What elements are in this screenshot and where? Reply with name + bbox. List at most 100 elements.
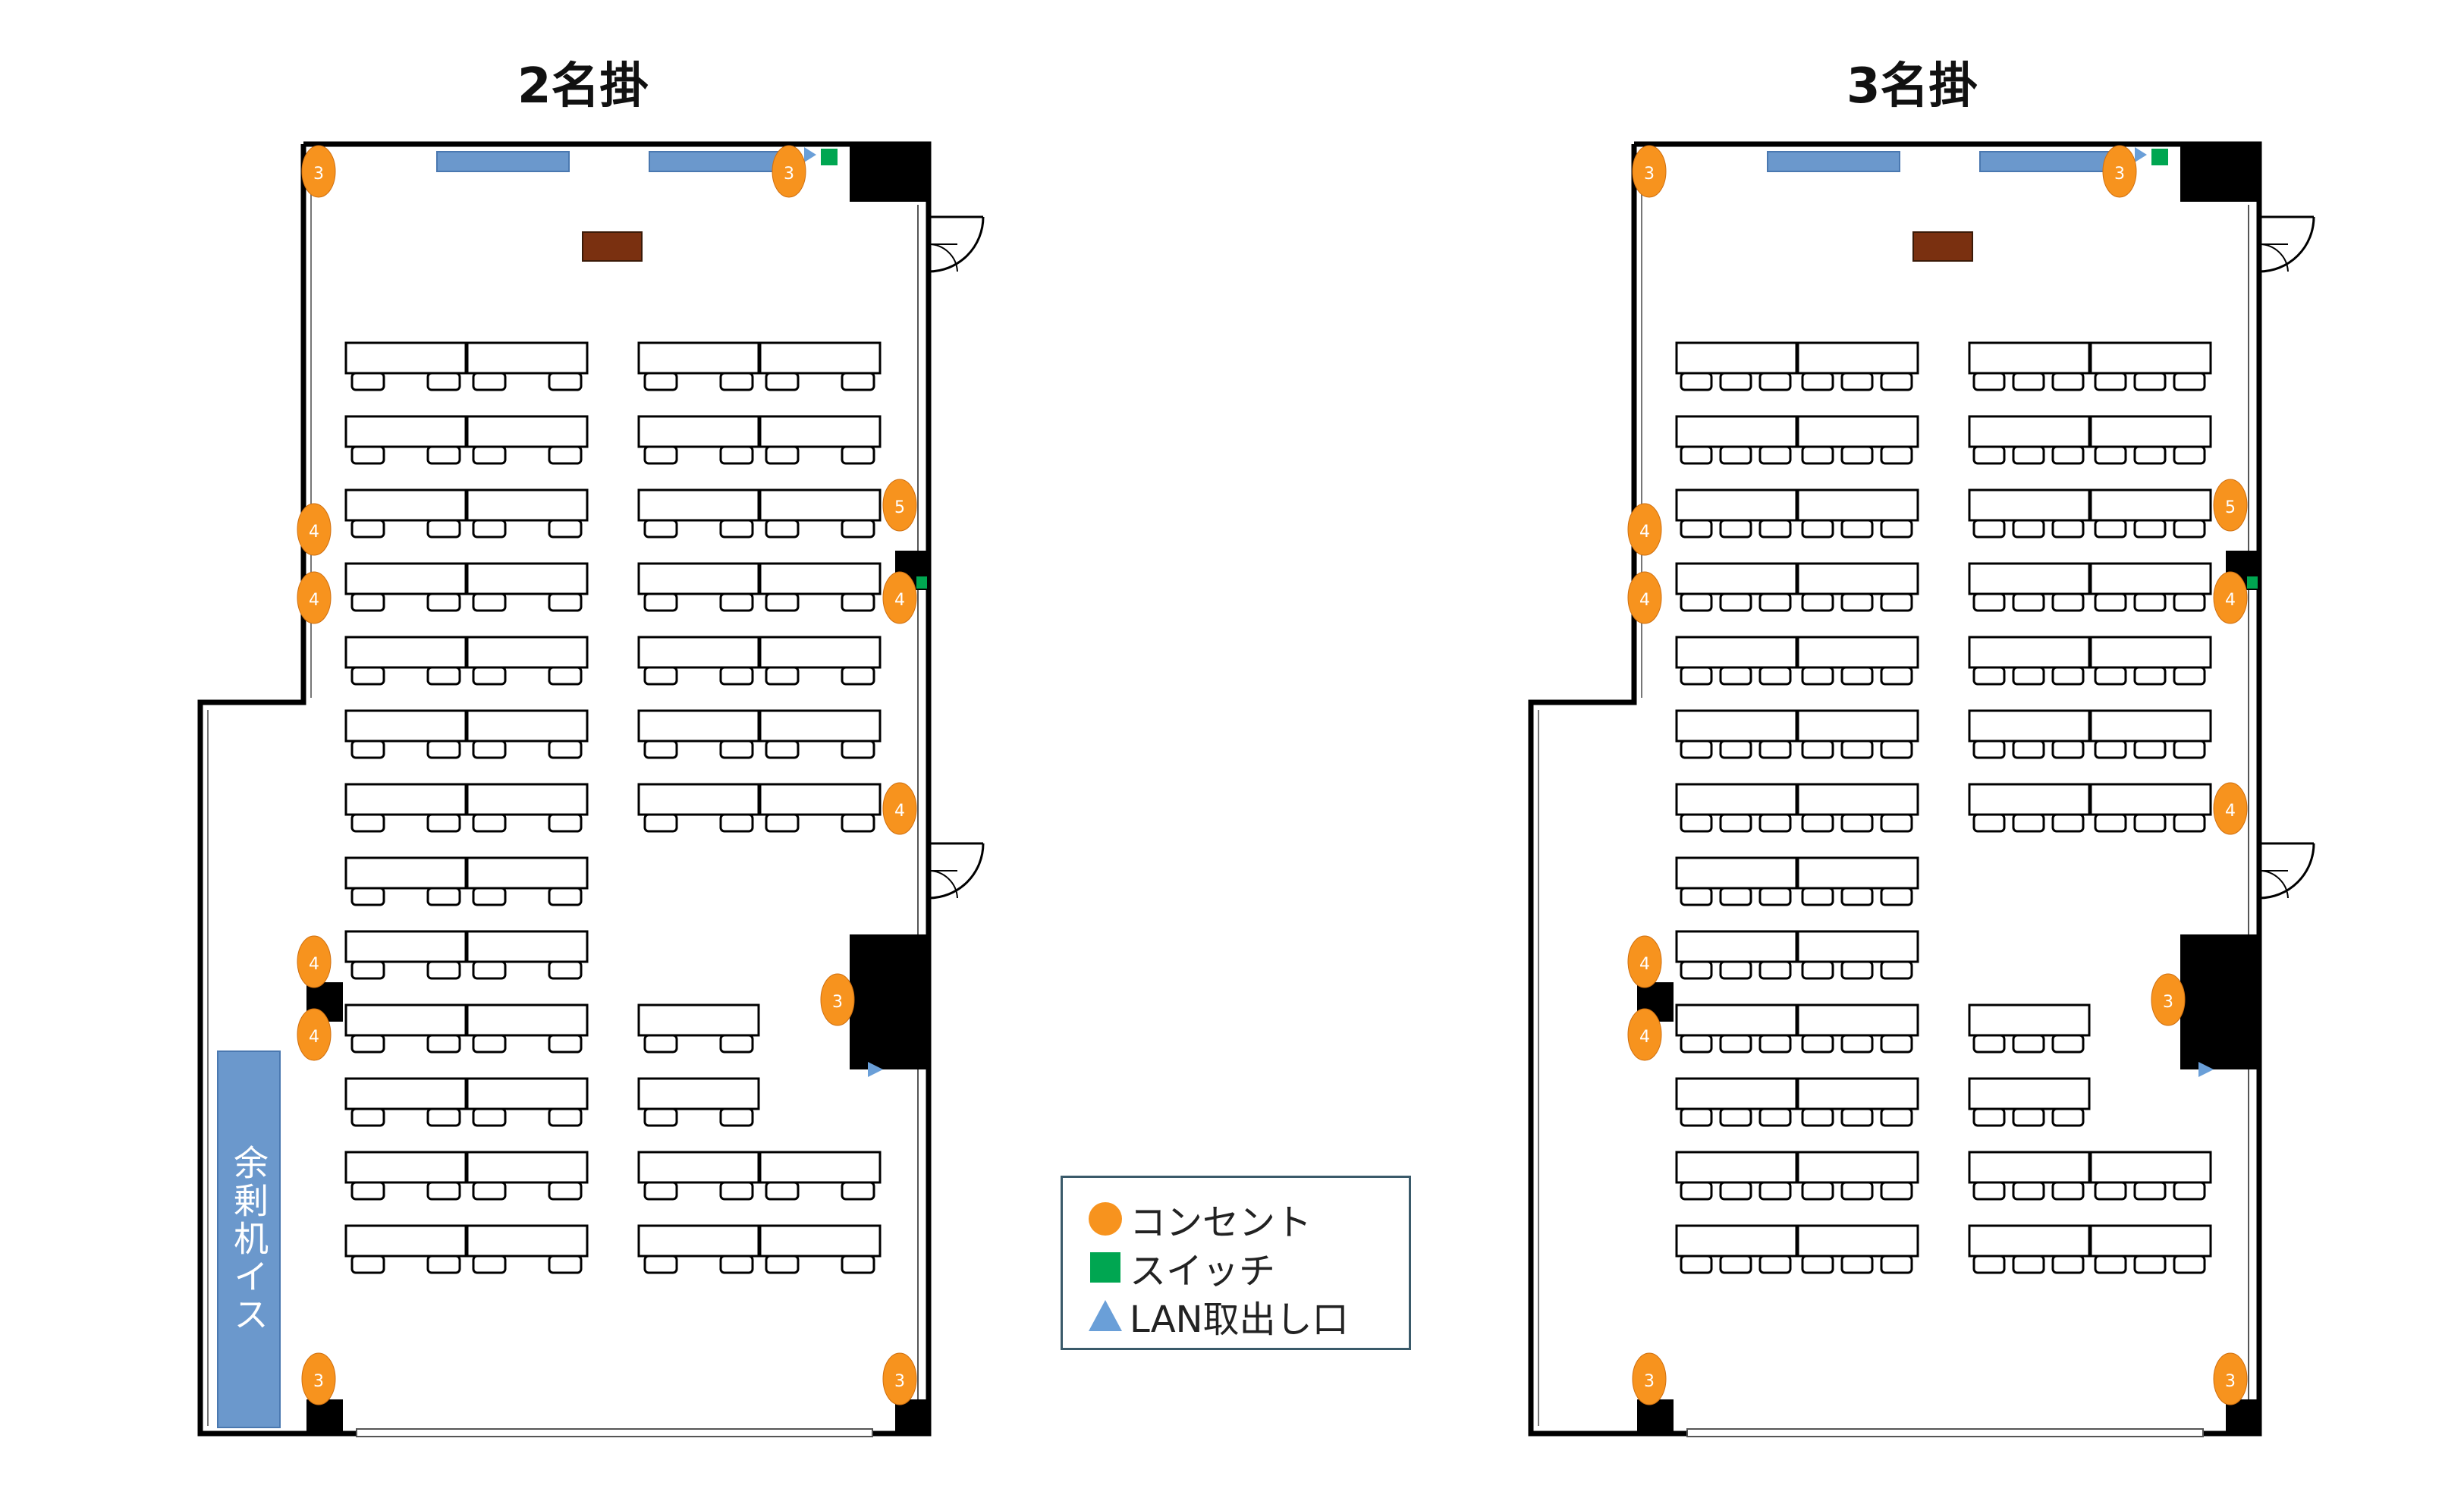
pillar [895,1399,929,1434]
door-swing [2258,216,2315,273]
chair [472,372,507,391]
chair [1880,960,1913,980]
chair [2012,1034,2045,1054]
outlet-icon [1627,935,1662,988]
outlet-icon [297,503,332,556]
chair [2094,592,2127,612]
desk [1796,1077,1919,1110]
chair [2094,372,2127,391]
chair [2173,445,2206,465]
chair [2012,1107,2045,1127]
chair [1840,519,1874,539]
bottom-window [1686,1428,2204,1437]
switch-marker [821,149,838,165]
chair [1680,519,1713,539]
chair [548,1255,583,1274]
chair [719,445,754,465]
chair [841,666,875,686]
desk [1675,783,1798,816]
desk [466,415,589,448]
chair [1801,445,1834,465]
desk [1796,1151,1919,1184]
chair [2173,813,2206,833]
chair [1972,592,2006,612]
chair [1680,372,1713,391]
outlet-count: 3 [313,165,324,184]
chair [2173,592,2206,612]
outlet-marker: 3 [1632,145,1667,198]
desk [1675,415,1798,448]
desk [1796,709,1919,743]
chair [426,519,461,539]
chair [548,960,583,980]
chair [2173,519,2206,539]
chair [2012,666,2045,686]
desk [637,1224,760,1258]
desk [759,709,882,743]
chair [350,666,385,686]
chair [1840,1255,1874,1274]
chair [841,445,875,465]
outlet-count: 4 [894,591,905,610]
desk [637,1151,760,1184]
desk [344,930,467,963]
outlet-marker: 3 [301,1352,336,1405]
door-swing [2258,869,2289,899]
chair [1680,887,1713,906]
chair [1801,813,1834,833]
chair [719,740,754,759]
outlet-icon [2213,1352,2248,1405]
chair [1719,960,1752,980]
chair [2012,592,2045,612]
chair [841,592,875,612]
outlet-marker: 3 [882,1352,917,1405]
lan-marker [2198,1062,2214,1077]
chair [1758,592,1792,612]
chair [548,445,583,465]
outlet-icon [820,973,855,1026]
desk [466,709,589,743]
chair [2133,445,2167,465]
legend-row-lan: LAN取出し口 [1086,1293,1349,1341]
outlet-count: 3 [832,993,843,1012]
chair [350,960,385,980]
outlet-marker: 4 [2213,571,2248,624]
chair [2133,1181,2167,1201]
desk [1796,930,1919,963]
chair [1801,887,1834,906]
chair [1758,445,1792,465]
chair [1719,1181,1752,1201]
outlet-icon [882,479,917,532]
desk [1675,636,1798,669]
chair [1758,1255,1792,1274]
chair [2133,740,2167,759]
outlet-count: 3 [2225,1372,2236,1391]
door-swing [2258,243,2289,272]
chair [350,1181,385,1201]
chair [719,1107,754,1127]
chair [1680,1107,1713,1127]
pillar [1637,1399,1674,1434]
spare-desks-chairs-area: 余剰机イス [217,1050,281,1428]
chair [1680,740,1713,759]
chair [1880,1107,1913,1127]
chair [1719,372,1752,391]
outlet-icon [2213,479,2248,532]
chair [2133,1255,2167,1274]
desk [466,1077,589,1110]
outlet-marker: 4 [882,571,917,624]
desk [759,562,882,595]
chair [1719,740,1752,759]
door-swing [928,843,985,900]
chair [2094,813,2127,833]
desk [2089,488,2212,522]
desk [1968,1151,2091,1184]
chair [1880,1255,1913,1274]
lan-marker [804,147,816,162]
desk [637,636,760,669]
outlet-count: 4 [309,955,319,974]
chair [643,1034,678,1054]
chair [350,372,385,391]
desk [466,930,589,963]
whiteboard [436,151,570,172]
